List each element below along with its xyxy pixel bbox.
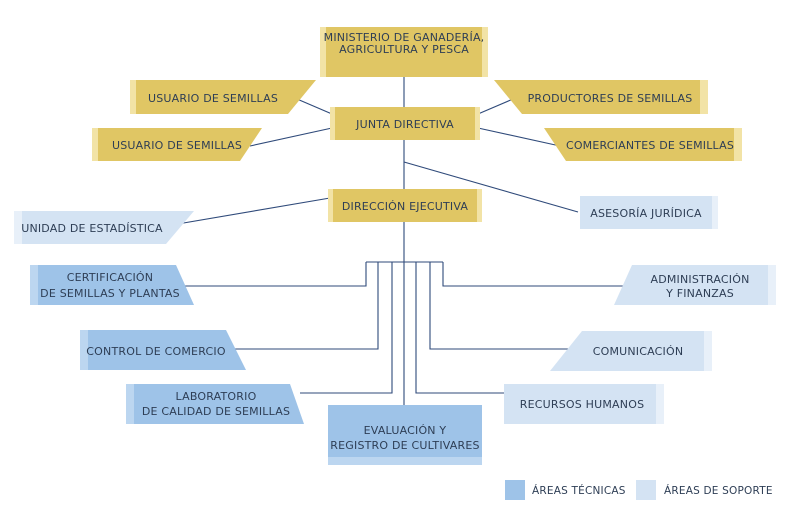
node-productores-label: PRODUCTORES DE SEMILLAS: [528, 92, 693, 105]
node-ministerio: MINISTERIO DE GANADERÍA, AGRICULTURA Y P…: [320, 27, 488, 77]
node-evaluacion: EVALUACIÓN Y REGISTRO DE CULTIVARES: [328, 405, 482, 465]
node-junta-label: JUNTA DIRECTIVA: [355, 118, 454, 131]
node-productores: PRODUCTORES DE SEMILLAS: [494, 80, 708, 114]
legend-support-swatch: [636, 480, 656, 500]
node-usuario-1-label: USUARIO DE SEMILLAS: [148, 92, 278, 105]
node-administracion-line1: ADMINISTRACIÓN: [650, 273, 749, 286]
node-asesoria-juridica: ASESORÍA JURÍDICA: [580, 196, 718, 229]
node-ministerio-line1: MINISTERIO DE GANADERÍA,: [324, 31, 485, 44]
node-junta-directiva: JUNTA DIRECTIVA: [330, 107, 480, 140]
legend-technical-label: ÁREAS TÉCNICAS: [532, 484, 626, 497]
node-evaluacion-line1: EVALUACIÓN Y: [364, 424, 447, 437]
node-estadistica-label: UNIDAD DE ESTADÍSTICA: [21, 222, 163, 235]
node-direccion-ejecutiva: DIRECCIÓN EJECUTIVA: [328, 189, 482, 222]
node-control-comercio: CONTROL DE COMERCIO: [80, 330, 246, 370]
node-control-label: CONTROL DE COMERCIO: [86, 345, 226, 358]
node-recursos-humanos: RECURSOS HUMANOS: [504, 384, 664, 424]
node-usuario-semillas-2: USUARIO DE SEMILLAS: [92, 128, 262, 161]
connector-lines: [159, 58, 632, 405]
node-laboratorio-line2: DE CALIDAD DE SEMILLAS: [142, 405, 290, 418]
node-ministerio-line2: AGRICULTURA Y PESCA: [339, 43, 469, 56]
node-direccion-label: DIRECCIÓN EJECUTIVA: [342, 200, 469, 213]
node-usuario-semillas-1: USUARIO DE SEMILLAS: [130, 80, 316, 114]
legend: ÁREAS TÉCNICAS ÁREAS DE SOPORTE: [505, 480, 773, 500]
node-laboratorio: LABORATORIO DE CALIDAD DE SEMILLAS: [126, 384, 304, 424]
node-comerciantes-label: COMERCIANTES DE SEMILLAS: [566, 139, 734, 152]
node-certificacion-line1: CERTIFICACIÓN: [67, 271, 153, 284]
node-evaluacion-line2: REGISTRO DE CULTIVARES: [330, 439, 479, 452]
node-comunicacion-label: COMUNICACIÓN: [593, 345, 684, 358]
node-comerciantes: COMERCIANTES DE SEMILLAS: [544, 128, 742, 161]
node-administracion: ADMINISTRACIÓN Y FINANZAS: [614, 265, 776, 305]
node-certificacion-line2: DE SEMILLAS Y PLANTAS: [40, 287, 180, 300]
node-comunicacion: COMUNICACIÓN: [550, 331, 712, 371]
node-usuario-2-label: USUARIO DE SEMILLAS: [112, 139, 242, 152]
legend-technical-swatch: [505, 480, 525, 500]
node-laboratorio-line1: LABORATORIO: [176, 390, 257, 403]
node-unidad-estadistica: UNIDAD DE ESTADÍSTICA: [14, 211, 194, 244]
legend-support-label: ÁREAS DE SOPORTE: [664, 484, 773, 497]
node-certificacion: CERTIFICACIÓN DE SEMILLAS Y PLANTAS: [30, 265, 194, 305]
node-asesoria-label: ASESORÍA JURÍDICA: [590, 207, 702, 220]
node-recursos-label: RECURSOS HUMANOS: [520, 398, 645, 411]
node-administracion-line2: Y FINANZAS: [665, 287, 734, 300]
